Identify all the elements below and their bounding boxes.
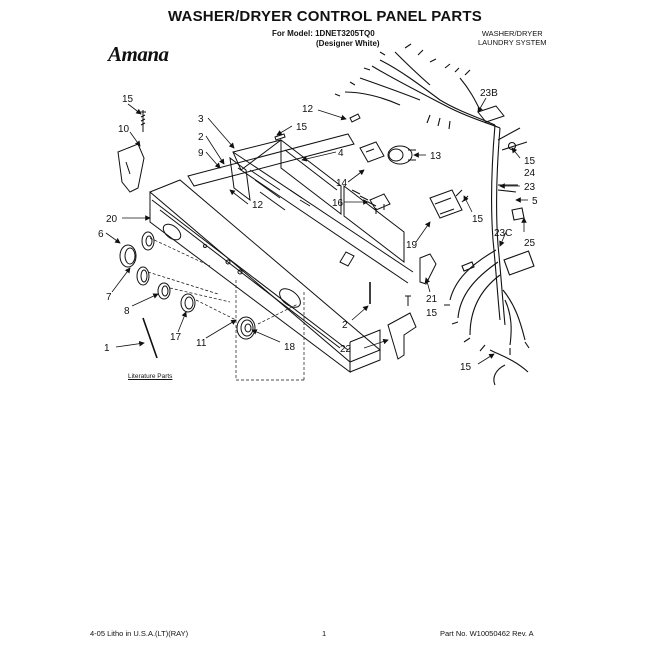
callout-18: 18 bbox=[284, 342, 296, 353]
system-label: WASHER/DRYER LAUNDRY SYSTEM bbox=[478, 29, 547, 47]
bracket-21 bbox=[419, 253, 437, 285]
footer-litho: 4-05 Litho in U.S.A.(LT)(RAY) bbox=[90, 629, 189, 638]
callout-16: 16 bbox=[332, 198, 344, 209]
callout-15: 15 bbox=[460, 362, 472, 373]
assembly-guide-lines bbox=[147, 237, 305, 381]
callout-9: 9 bbox=[198, 148, 204, 159]
page-title: WASHER/DRYER CONTROL PANEL PARTS bbox=[168, 8, 482, 25]
system-line-2: LAUNDRY SYSTEM bbox=[478, 38, 547, 47]
callout-8: 8 bbox=[124, 306, 130, 317]
screw-top-left bbox=[140, 110, 146, 132]
rod-1 bbox=[142, 317, 158, 359]
timer-19 bbox=[429, 189, 463, 219]
brand-logo: Amana bbox=[108, 42, 169, 66]
screw-15-top bbox=[274, 133, 286, 141]
callout-7: 7 bbox=[106, 292, 112, 303]
callout-23: 23 bbox=[524, 182, 536, 193]
switch-14 bbox=[359, 141, 385, 163]
callout-6: 6 bbox=[98, 229, 104, 240]
callout-21: 21 bbox=[426, 294, 438, 305]
knob-18 bbox=[236, 316, 256, 340]
callout-4: 4 bbox=[338, 148, 344, 159]
model-line: For Model: 1DNET3205TQ0 bbox=[272, 29, 375, 38]
wiring-harness-right bbox=[444, 124, 535, 386]
callout-13: 13 bbox=[430, 151, 442, 162]
model-number: For Model: 1DNET3205TQ0 (Designer White) bbox=[272, 29, 380, 49]
callout-15: 15 bbox=[426, 308, 438, 319]
callout-22: 22 bbox=[340, 344, 352, 355]
callout-20: 20 bbox=[106, 214, 118, 225]
callout-12: 12 bbox=[302, 104, 314, 115]
callout-2: 2 bbox=[198, 132, 204, 143]
callout-23B: 23B bbox=[480, 88, 498, 99]
wiring-harness-top bbox=[334, 43, 501, 130]
bracket-22 bbox=[387, 312, 417, 360]
callout-15: 15 bbox=[296, 122, 308, 133]
knob-skirt bbox=[141, 231, 155, 251]
callout-14: 14 bbox=[336, 178, 348, 189]
rear-console-panel bbox=[187, 133, 414, 284]
callout-10: 10 bbox=[118, 124, 130, 135]
system-line-1: WASHER/DRYER bbox=[481, 29, 543, 38]
callout-19: 19 bbox=[406, 240, 418, 251]
callout-leaders bbox=[105, 97, 528, 365]
callout-15: 15 bbox=[472, 214, 484, 225]
left-end-bracket bbox=[117, 143, 145, 193]
knob-8 bbox=[157, 282, 171, 300]
callout-23C: 23C bbox=[494, 228, 512, 239]
screw-12-top bbox=[349, 113, 361, 123]
callout-5: 5 bbox=[532, 196, 538, 207]
knob-7 bbox=[136, 266, 150, 286]
connector-block-23b bbox=[477, 105, 505, 123]
knob-17 bbox=[180, 293, 196, 313]
callout-1: 1 bbox=[104, 343, 110, 354]
switch-16 bbox=[369, 193, 391, 214]
callout-11: 11 bbox=[196, 338, 207, 349]
callout-12: 12 bbox=[252, 200, 264, 211]
switch-13 bbox=[387, 145, 416, 165]
footer-page-number: 1 bbox=[322, 629, 327, 638]
literature-parts-note: Literature Parts bbox=[128, 373, 173, 380]
callout-17: 17 bbox=[170, 332, 182, 343]
callout-24: 24 bbox=[524, 168, 536, 179]
callout-labels: 15 10 12 15 3 2 9 4 13 14 16 12 20 6 7 8… bbox=[98, 88, 538, 373]
control-panel-front bbox=[149, 179, 381, 373]
knob-6 bbox=[119, 244, 137, 268]
callout-25: 25 bbox=[524, 238, 536, 249]
callout-15: 15 bbox=[524, 156, 536, 167]
callout-15: 15 bbox=[122, 94, 134, 105]
model-variant: (Designer White) bbox=[316, 39, 380, 48]
footer-part-number: Part No. W10050462 Rev. A bbox=[440, 629, 534, 638]
screw-15-mid bbox=[405, 295, 411, 306]
callout-2: 2 bbox=[342, 320, 348, 331]
callout-3: 3 bbox=[198, 114, 204, 125]
